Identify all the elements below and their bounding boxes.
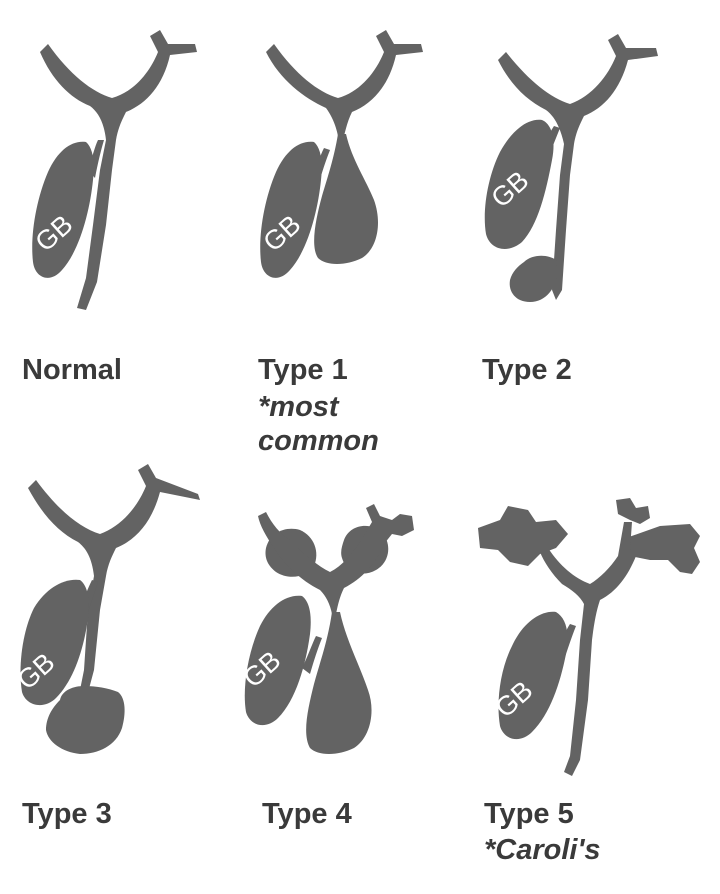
gallbladder <box>498 611 568 740</box>
panel-title-type2: Type 2 <box>482 354 572 386</box>
intrahepatic-cyst-right-lower <box>626 524 700 574</box>
panel-note-type1: *most common <box>258 391 379 457</box>
bile-duct-tree <box>498 34 658 300</box>
gallbladder <box>260 141 322 278</box>
panel-type4-illustration: GB <box>237 504 414 754</box>
panel-type5-illustration: GB <box>478 498 700 776</box>
panel-type2-illustration: GB <box>484 34 658 302</box>
bile-duct-tree <box>266 30 423 136</box>
intrahepatic-cyst-right <box>616 498 650 524</box>
bile-duct-tree <box>28 464 200 700</box>
panel-title-type5: Type 5 <box>484 798 574 830</box>
bile-duct-tree <box>258 504 414 614</box>
panel-type3-illustration: GB <box>11 464 200 754</box>
gallbladder <box>32 141 94 278</box>
gallbladder <box>484 119 554 249</box>
panel-title-normal: Normal <box>22 354 122 386</box>
panel-title-type4: Type 4 <box>262 798 352 830</box>
choledochocele <box>46 686 125 754</box>
panel-normal-illustration: GB <box>29 30 197 310</box>
cystic-duct <box>302 636 322 674</box>
panel-type1-illustration: GB <box>257 30 423 278</box>
fusiform-cyst <box>306 612 372 754</box>
bile-duct-tree <box>540 522 636 776</box>
fusiform-cyst <box>314 134 378 264</box>
panel-note-type5: *Caroli's <box>484 834 601 866</box>
diverticulum-cyst <box>509 255 558 302</box>
bile-duct-tree <box>40 30 197 310</box>
panel-title-type3: Type 3 <box>22 798 112 830</box>
gallbladder <box>244 595 311 726</box>
panel-title-type1: Type 1 <box>258 354 348 386</box>
gallbladder <box>20 579 89 706</box>
